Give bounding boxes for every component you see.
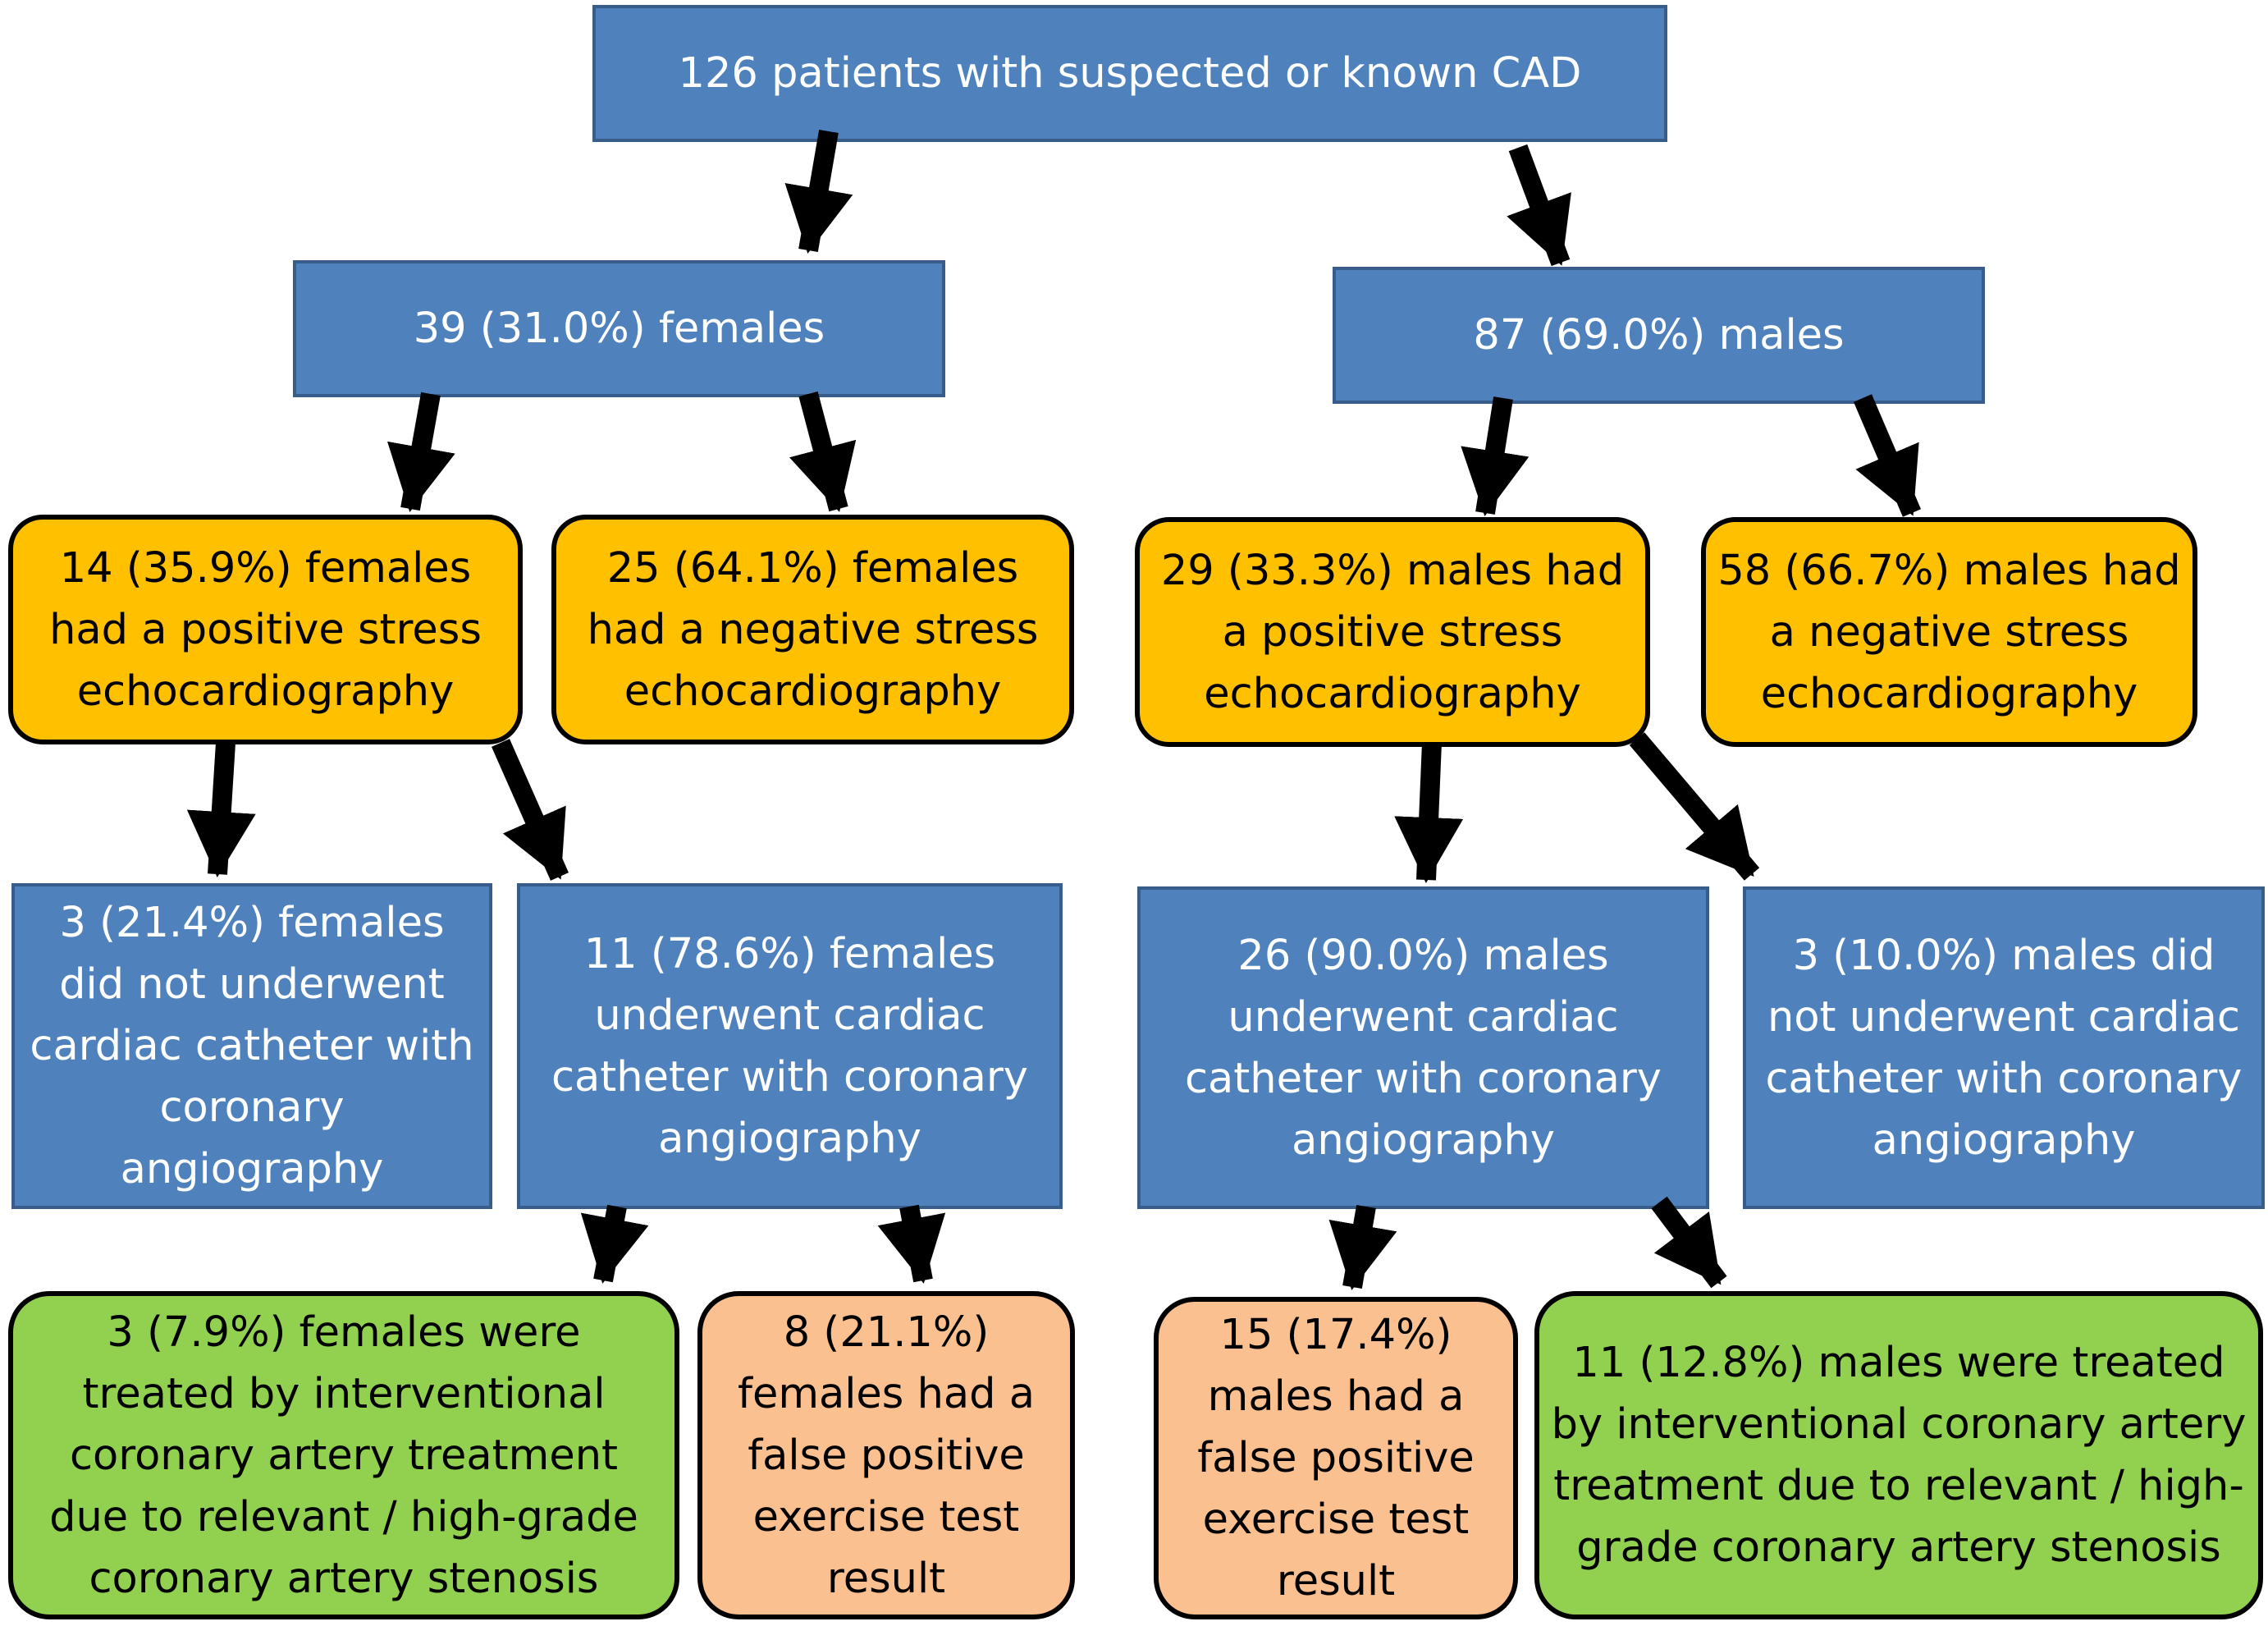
node-females-positive-stress-echo-label: 14 (35.9%) females had a positive stress… <box>49 543 482 716</box>
node-females-negative-stress-echo: 25 (64.1%) females had a negative stress… <box>551 515 1074 744</box>
node-females-treated-label: 3 (7.9%) females were treated by interve… <box>49 1308 638 1603</box>
node-males-negative-stress-echo-label: 58 (66.7%) males had a negative stress e… <box>1717 546 2181 718</box>
node-females-positive-stress-echo: 14 (35.9%) females had a positive stress… <box>8 515 523 744</box>
arrow-females-positive-to-catheter <box>492 739 569 881</box>
arrow-root-to-males <box>1507 144 1571 267</box>
node-females-no-catheter-label: 3 (21.4%) females did not underwent card… <box>30 899 474 1193</box>
node-males-false-positive-label: 15 (17.4%) males had a false positive ex… <box>1197 1311 1475 1605</box>
node-females-false-positive: 8 (21.1%) females had a false positive e… <box>697 1291 1075 1619</box>
node-males-label: 87 (69.0%) males <box>1473 311 1845 360</box>
arrow-females-catheter-to-false-positive <box>877 1204 946 1284</box>
node-females-negative-stress-echo-label: 25 (64.1%) females had a negative stress… <box>587 543 1039 716</box>
node-females-catheter-label: 11 (78.6%) females underwent cardiac cat… <box>551 929 1028 1163</box>
arrow-females-positive-to-no-catheter <box>186 742 256 877</box>
arrow-females-to-positive <box>387 392 455 512</box>
arrow-females-to-negative <box>789 391 857 512</box>
node-males-positive-stress-echo-label: 29 (33.3%) males had a positive stress e… <box>1160 546 1625 718</box>
arrow-males-to-negative <box>1853 394 1922 517</box>
node-males-false-positive: 15 (17.4%) males had a false positive ex… <box>1154 1297 1518 1619</box>
node-all-patients: 126 patients with suspected or known CAD <box>592 5 1667 142</box>
node-females: 39 (31.0%) females <box>293 260 945 397</box>
node-females-no-catheter: 3 (21.4%) females did not underwent card… <box>11 883 492 1209</box>
arrow-males-catheter-to-false-positive <box>1328 1204 1397 1290</box>
arrow-males-positive-to-no-catheter <box>1629 732 1760 881</box>
node-males: 87 (69.0%) males <box>1333 267 1985 404</box>
node-females-catheter: 11 (78.6%) females underwent cardiac cat… <box>517 883 1063 1209</box>
node-males-catheter: 26 (90.0%) males underwent cardiac cathe… <box>1137 886 1709 1209</box>
node-males-no-catheter-label: 3 (10.0%) males did not underwent cardia… <box>1765 931 2243 1165</box>
node-males-treated: 11 (12.8%) males were treated by interve… <box>1534 1291 2263 1619</box>
arrow-males-to-positive <box>1461 396 1530 516</box>
arrow-males-catheter-to-treated <box>1651 1196 1727 1289</box>
node-males-treated-label: 11 (12.8%) males were treated by interve… <box>1551 1339 2247 1572</box>
node-females-label: 39 (31.0%) females <box>413 305 825 353</box>
node-males-negative-stress-echo: 58 (66.7%) males had a negative stress e… <box>1701 517 2197 747</box>
node-males-no-catheter: 3 (10.0%) males did not underwent cardia… <box>1743 886 2265 1209</box>
node-females-false-positive-label: 8 (21.1%) females had a false positive e… <box>737 1308 1035 1603</box>
node-females-treated: 3 (7.9%) females were treated by interve… <box>8 1291 679 1619</box>
arrow-root-to-females <box>784 129 853 254</box>
node-males-catheter-label: 26 (90.0%) males underwent cardiac cathe… <box>1185 931 1662 1165</box>
node-all-patients-label: 126 patients with suspected or known CAD <box>678 49 1582 98</box>
arrow-males-positive-to-catheter <box>1394 742 1464 883</box>
node-males-positive-stress-echo: 29 (33.3%) males had a positive stress e… <box>1135 517 1650 747</box>
arrow-females-catheter-to-treated <box>580 1204 649 1284</box>
